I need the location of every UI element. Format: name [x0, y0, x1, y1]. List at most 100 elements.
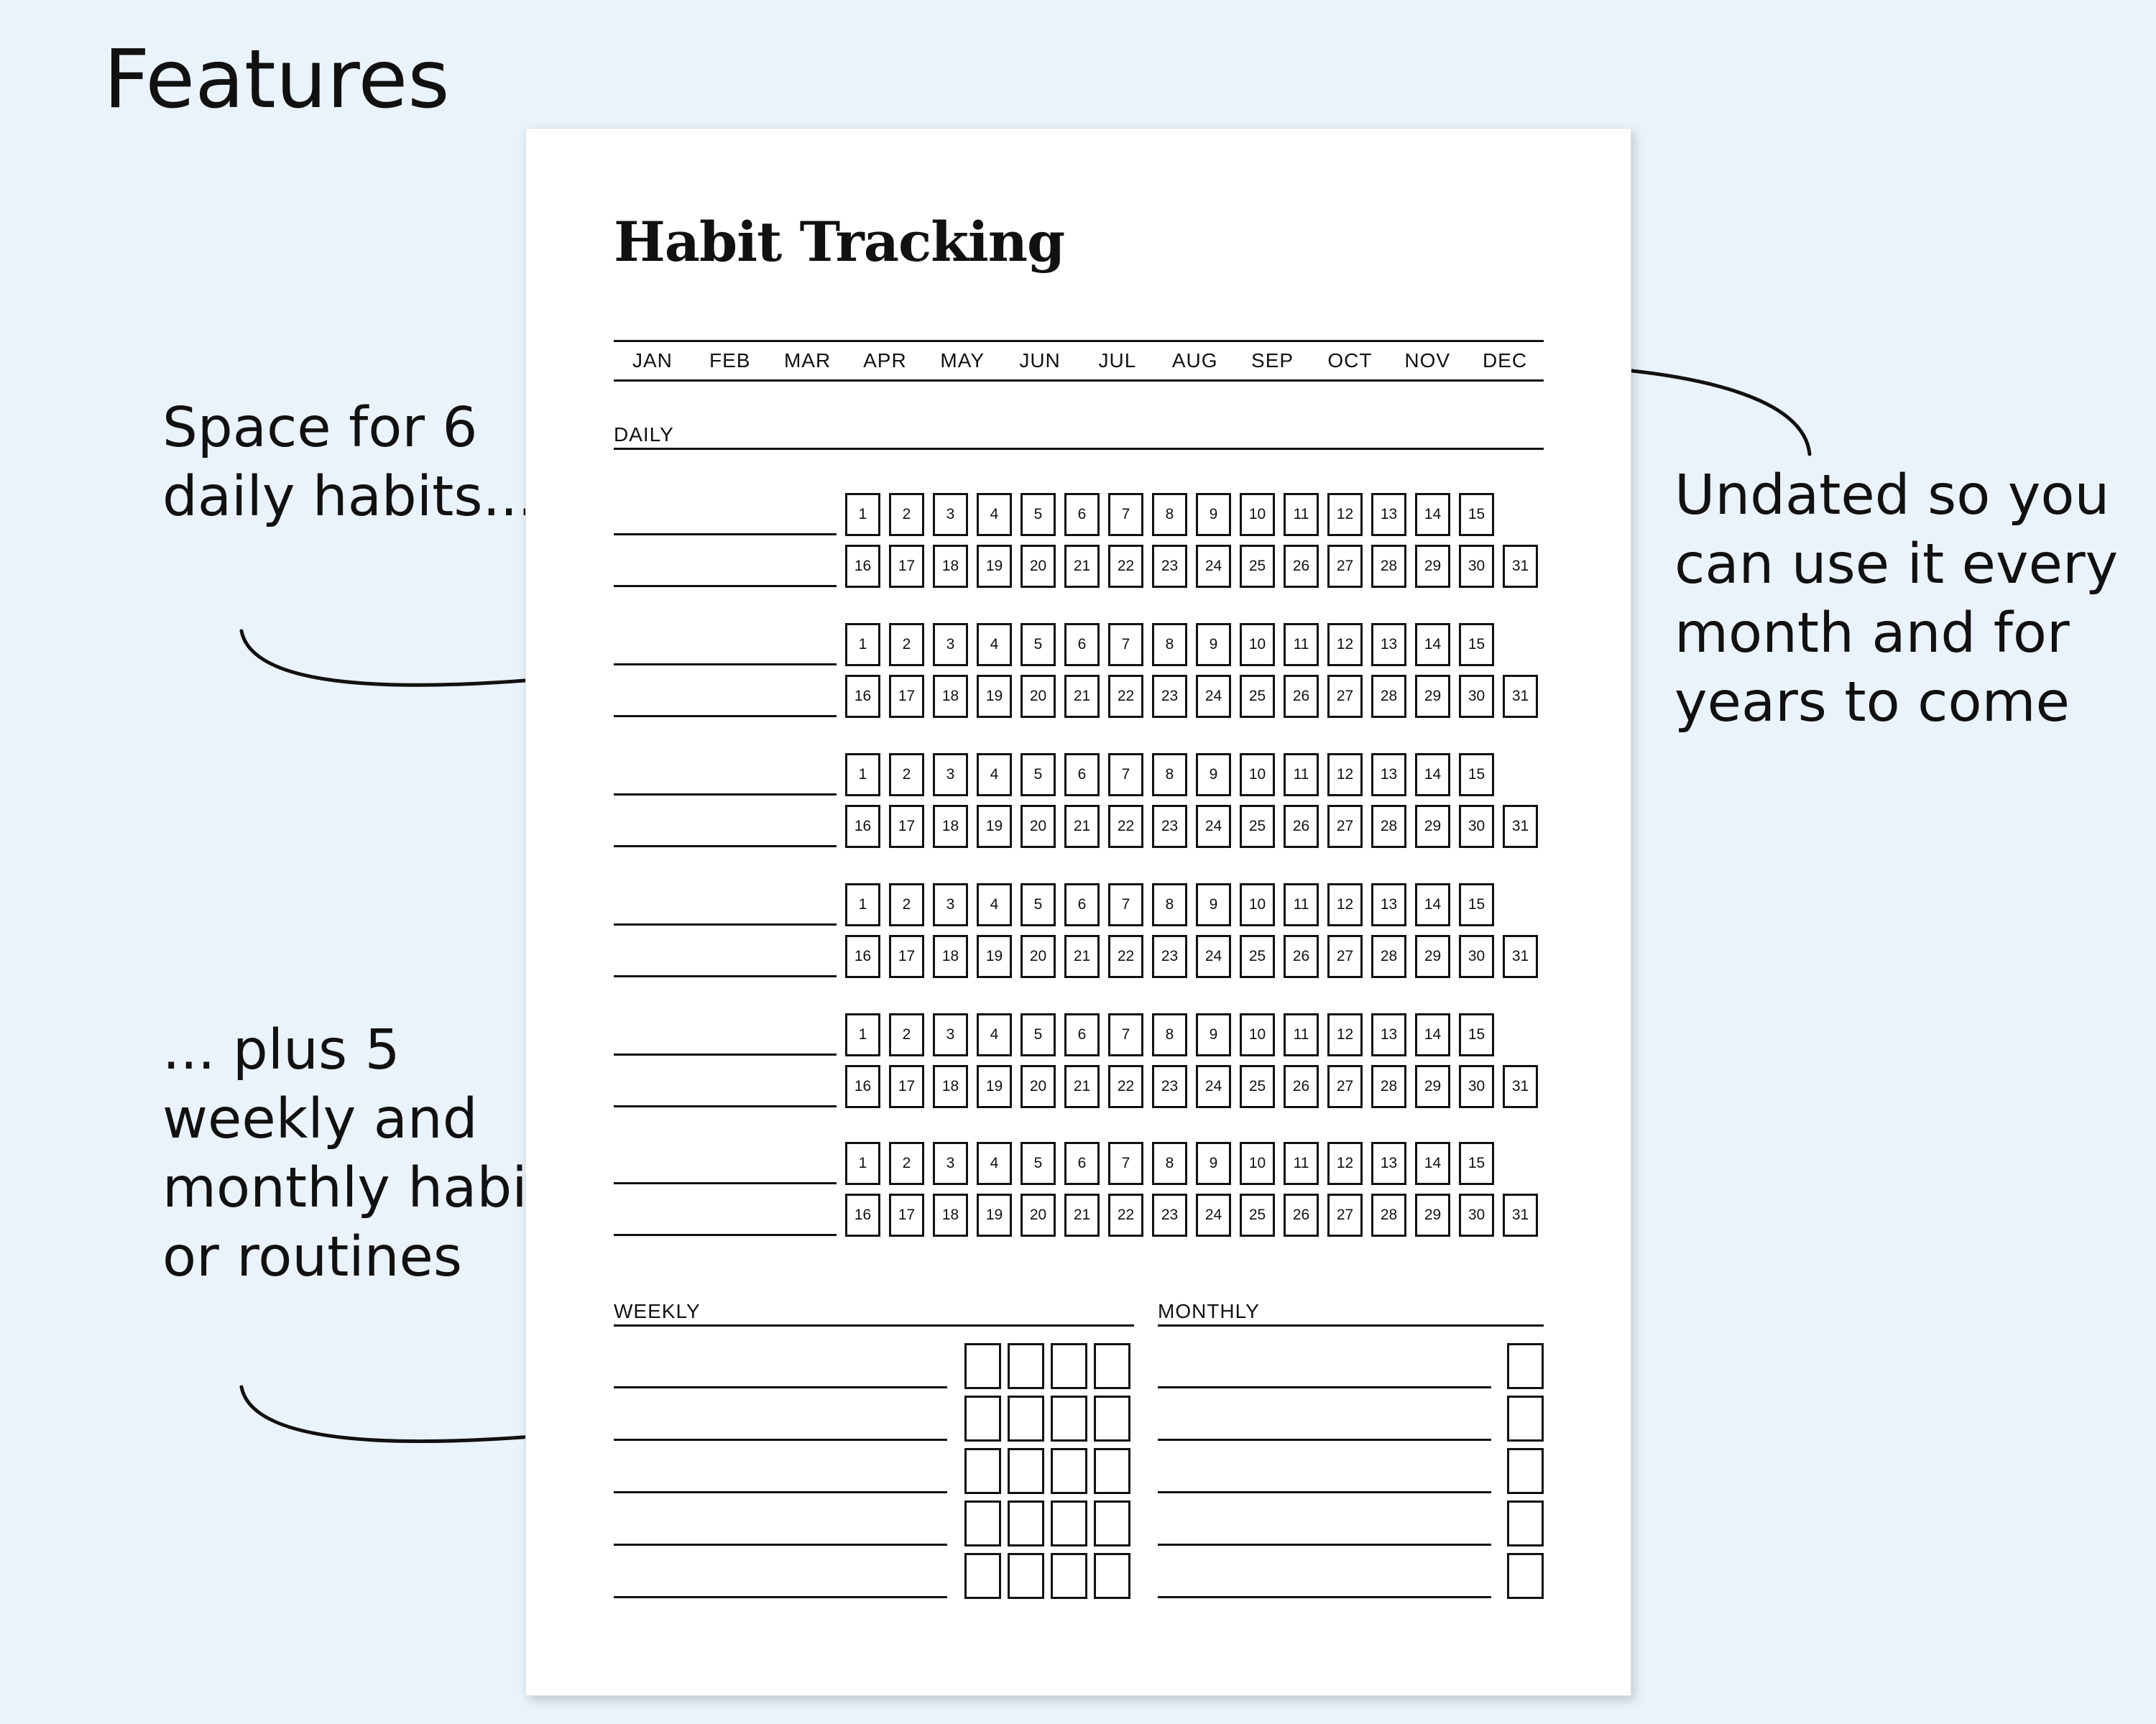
monthly-habit-line[interactable] — [1158, 1439, 1491, 1441]
day-checkbox[interactable]: 14 — [1415, 1142, 1450, 1185]
day-checkbox[interactable]: 3 — [933, 623, 968, 666]
day-checkbox[interactable]: 4 — [977, 753, 1012, 796]
daily-habit-line[interactable] — [614, 1234, 837, 1236]
day-checkbox[interactable]: 16 — [845, 545, 880, 588]
day-checkbox[interactable]: 12 — [1327, 623, 1363, 666]
day-checkbox[interactable]: 9 — [1196, 1013, 1231, 1056]
day-checkbox[interactable]: 12 — [1327, 493, 1363, 536]
day-checkbox[interactable]: 17 — [889, 805, 924, 848]
day-checkbox[interactable]: 31 — [1503, 805, 1538, 848]
weekly-checkbox[interactable] — [1051, 1448, 1087, 1494]
day-checkbox[interactable]: 29 — [1415, 675, 1450, 718]
day-checkbox[interactable]: 14 — [1415, 493, 1450, 536]
monthly-habit-line[interactable] — [1158, 1491, 1491, 1493]
weekly-habit-line[interactable] — [614, 1439, 947, 1441]
day-checkbox[interactable]: 3 — [933, 1142, 968, 1185]
day-checkbox[interactable]: 18 — [933, 1194, 968, 1237]
day-checkbox[interactable]: 15 — [1459, 1013, 1494, 1056]
day-checkbox[interactable]: 6 — [1064, 1013, 1100, 1056]
day-checkbox[interactable]: 3 — [933, 493, 968, 536]
day-checkbox[interactable]: 3 — [933, 883, 968, 926]
day-checkbox[interactable]: 26 — [1284, 935, 1319, 978]
day-checkbox[interactable]: 17 — [889, 935, 924, 978]
day-checkbox[interactable]: 14 — [1415, 753, 1450, 796]
day-checkbox[interactable]: 24 — [1196, 1194, 1231, 1237]
daily-habit-line[interactable] — [614, 663, 837, 665]
monthly-habit-line[interactable] — [1158, 1544, 1491, 1546]
day-checkbox[interactable]: 11 — [1284, 883, 1319, 926]
day-checkbox[interactable]: 14 — [1415, 623, 1450, 666]
day-checkbox[interactable]: 16 — [845, 1065, 880, 1108]
weekly-checkbox[interactable] — [1094, 1448, 1130, 1494]
day-checkbox[interactable]: 11 — [1284, 753, 1319, 796]
day-checkbox[interactable]: 20 — [1021, 1194, 1056, 1237]
month-jun[interactable]: JUN — [1019, 349, 1061, 372]
daily-habit-line[interactable] — [614, 533, 837, 535]
day-checkbox[interactable]: 28 — [1371, 935, 1406, 978]
daily-habit-line[interactable] — [614, 715, 837, 717]
day-checkbox[interactable]: 5 — [1021, 883, 1056, 926]
day-checkbox[interactable]: 10 — [1240, 753, 1275, 796]
day-checkbox[interactable]: 2 — [889, 753, 924, 796]
monthly-checkbox[interactable] — [1507, 1396, 1544, 1442]
day-checkbox[interactable]: 22 — [1108, 935, 1143, 978]
day-checkbox[interactable]: 1 — [845, 493, 880, 536]
day-checkbox[interactable]: 16 — [845, 1194, 880, 1237]
day-checkbox[interactable]: 11 — [1284, 493, 1319, 536]
day-checkbox[interactable]: 19 — [977, 545, 1012, 588]
day-checkbox[interactable]: 13 — [1371, 493, 1406, 536]
day-checkbox[interactable]: 24 — [1196, 1065, 1231, 1108]
day-checkbox[interactable]: 22 — [1108, 805, 1143, 848]
day-checkbox[interactable]: 1 — [845, 753, 880, 796]
weekly-checkbox[interactable] — [1008, 1501, 1044, 1546]
daily-habit-line[interactable] — [614, 1054, 837, 1056]
day-checkbox[interactable]: 15 — [1459, 493, 1494, 536]
month-jan[interactable]: JAN — [632, 349, 673, 372]
day-checkbox[interactable]: 11 — [1284, 623, 1319, 666]
day-checkbox[interactable]: 19 — [977, 935, 1012, 978]
day-checkbox[interactable]: 31 — [1503, 675, 1538, 718]
daily-habit-line[interactable] — [614, 923, 837, 926]
day-checkbox[interactable]: 27 — [1327, 805, 1363, 848]
day-checkbox[interactable]: 24 — [1196, 935, 1231, 978]
day-checkbox[interactable]: 12 — [1327, 883, 1363, 926]
day-checkbox[interactable]: 10 — [1240, 493, 1275, 536]
month-mar[interactable]: MAR — [783, 349, 831, 372]
day-checkbox[interactable]: 2 — [889, 1013, 924, 1056]
day-checkbox[interactable]: 15 — [1459, 623, 1494, 666]
monthly-checkbox[interactable] — [1507, 1343, 1544, 1389]
day-checkbox[interactable]: 25 — [1240, 805, 1275, 848]
day-checkbox[interactable]: 15 — [1459, 753, 1494, 796]
daily-habit-line[interactable] — [614, 585, 837, 587]
day-checkbox[interactable]: 20 — [1021, 675, 1056, 718]
monthly-checkbox[interactable] — [1507, 1448, 1544, 1494]
day-checkbox[interactable]: 7 — [1108, 1013, 1143, 1056]
day-checkbox[interactable]: 8 — [1152, 1142, 1187, 1185]
weekly-checkbox[interactable] — [1094, 1343, 1130, 1389]
day-checkbox[interactable]: 16 — [845, 935, 880, 978]
day-checkbox[interactable]: 31 — [1503, 545, 1538, 588]
day-checkbox[interactable]: 16 — [845, 805, 880, 848]
day-checkbox[interactable]: 6 — [1064, 493, 1100, 536]
daily-habit-line[interactable] — [614, 793, 837, 796]
day-checkbox[interactable]: 5 — [1021, 1142, 1056, 1185]
day-checkbox[interactable]: 20 — [1021, 935, 1056, 978]
day-checkbox[interactable]: 29 — [1415, 805, 1450, 848]
day-checkbox[interactable]: 18 — [933, 545, 968, 588]
day-checkbox[interactable]: 13 — [1371, 623, 1406, 666]
weekly-checkbox[interactable] — [1094, 1501, 1130, 1546]
weekly-checkbox[interactable] — [964, 1396, 1001, 1442]
day-checkbox[interactable]: 30 — [1459, 1065, 1494, 1108]
day-checkbox[interactable]: 26 — [1284, 1194, 1319, 1237]
daily-habit-line[interactable] — [614, 845, 837, 847]
day-checkbox[interactable]: 15 — [1459, 883, 1494, 926]
day-checkbox[interactable]: 30 — [1459, 1194, 1494, 1237]
day-checkbox[interactable]: 22 — [1108, 1194, 1143, 1237]
month-feb[interactable]: FEB — [709, 349, 751, 372]
day-checkbox[interactable]: 24 — [1196, 545, 1231, 588]
day-checkbox[interactable]: 27 — [1327, 545, 1363, 588]
day-checkbox[interactable]: 15 — [1459, 1142, 1494, 1185]
day-checkbox[interactable]: 31 — [1503, 1194, 1538, 1237]
day-checkbox[interactable]: 5 — [1021, 623, 1056, 666]
day-checkbox[interactable]: 12 — [1327, 753, 1363, 796]
